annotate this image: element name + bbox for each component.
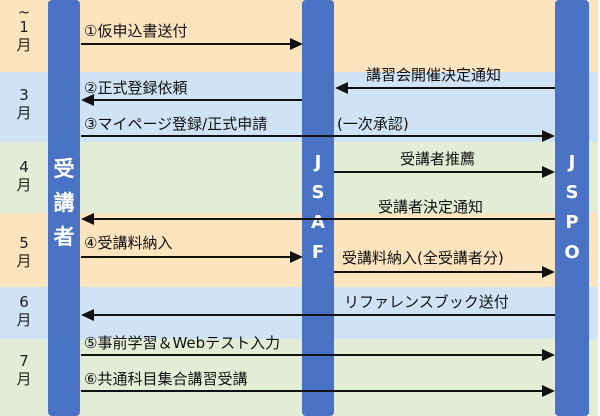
step3-approval-label: (一次承認) <box>337 115 409 133</box>
notice5-arrow-head <box>81 309 94 321</box>
notice1-arrow-head <box>335 82 348 94</box>
step1-arrow-line <box>81 43 291 45</box>
notice4-arrow-line <box>334 271 543 273</box>
notice2-arrow-line <box>334 171 543 173</box>
month-label-jan: ~ 1 月 <box>16 3 32 55</box>
step5-label: ⑤事前学習＆Webテスト入力 <box>84 334 281 352</box>
notice1-label: 講習会開催決定通知 <box>366 66 502 84</box>
step3-label: ③マイページ登録/正式申請 <box>84 115 268 133</box>
notice1-arrow-line <box>347 87 555 89</box>
month-label-jun: 6 月 <box>16 293 32 329</box>
step5-arrow-line <box>81 354 543 356</box>
month-label-jul: 7 月 <box>16 352 32 388</box>
band-jul <box>0 339 598 416</box>
step6-label: ⑥共通科目集合講習受講 <box>84 370 248 388</box>
step4-arrow-line <box>81 256 291 258</box>
step6-arrow-head <box>542 385 555 397</box>
notice5-label: リファレンスブック送付 <box>344 293 509 311</box>
band-jan <box>0 0 598 72</box>
step2-arrow-head <box>81 94 94 106</box>
band-may <box>0 213 598 287</box>
notice2-label: 受講者推薦 <box>400 150 476 168</box>
notice3-arrow-line <box>93 218 555 220</box>
step2-arrow-line <box>93 99 302 101</box>
step5-arrow-head <box>542 349 555 361</box>
notice3-label: 受講者決定通知 <box>378 198 484 216</box>
step4-arrow-head <box>290 251 303 263</box>
jspo-pillar <box>555 0 589 416</box>
jukousha-pillar <box>48 0 80 416</box>
band-jun <box>0 287 598 339</box>
step4-label: ④受講料納入 <box>84 234 173 252</box>
step6-arrow-line <box>81 390 543 392</box>
jspo-label: J S P O <box>564 152 580 263</box>
notice4-arrow-head <box>542 266 555 278</box>
month-label-mar: 3 月 <box>16 86 32 122</box>
notice4-label: 受講料納入(全受講者分) <box>342 249 504 267</box>
notice2-arrow-head <box>542 166 555 178</box>
jsaf-label: J S A F <box>311 152 325 263</box>
step3-arrow-line <box>81 135 543 137</box>
month-label-apr: 4 月 <box>16 158 32 194</box>
notice5-arrow-line <box>93 314 555 316</box>
band-apr <box>0 142 598 213</box>
band-mar <box>0 72 598 142</box>
step1-arrow-head <box>290 38 303 50</box>
step1-label: ①仮申込書送付 <box>84 22 188 40</box>
step2-label: ②正式登録依頼 <box>84 79 188 97</box>
jsaf-pillar <box>302 0 334 416</box>
month-label-may: 5 月 <box>16 234 32 270</box>
notice3-arrow-head <box>81 213 94 225</box>
jukousha-label: 受 講 者 <box>53 157 75 249</box>
step3-arrow-head <box>542 130 555 142</box>
